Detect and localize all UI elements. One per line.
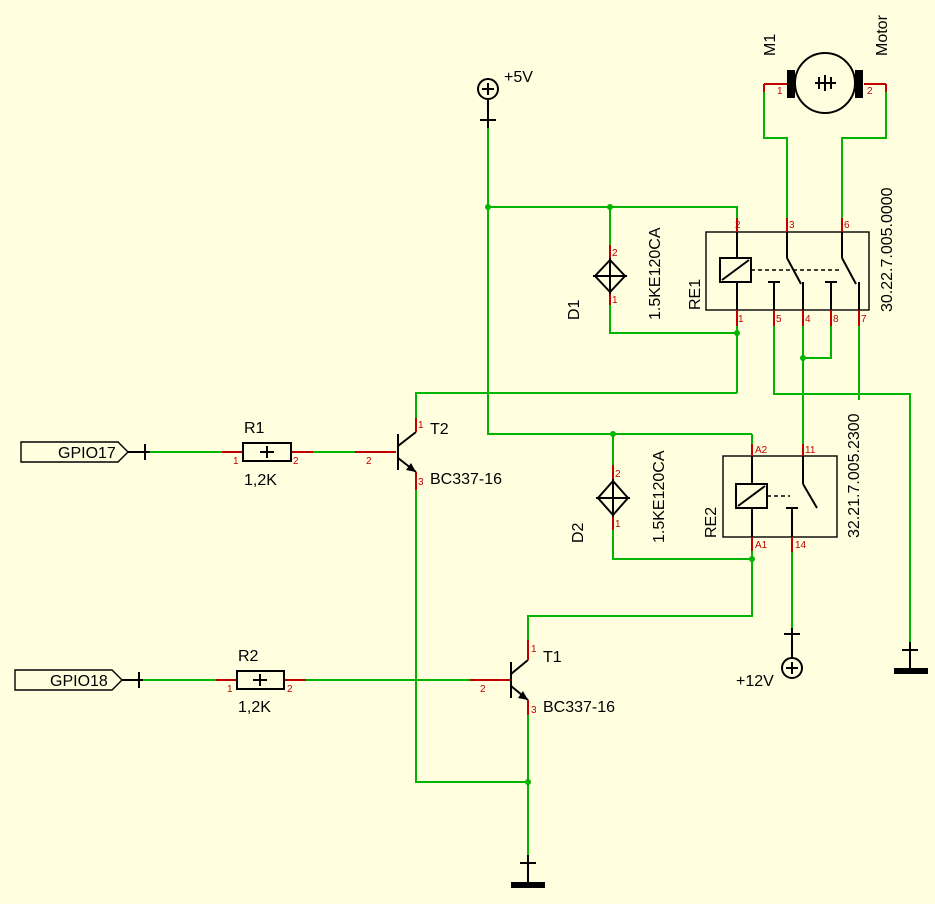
t2-pin3: 3 xyxy=(418,477,424,488)
re1-pin-2: 2 xyxy=(735,220,741,231)
re1-pin-1: 1 xyxy=(738,314,744,325)
t1-pin2: 2 xyxy=(480,684,486,695)
re2-pin-a2: A2 xyxy=(755,445,768,456)
r1-value: 1,2K xyxy=(244,472,277,489)
re1-pin-3: 3 xyxy=(789,220,795,231)
d2-pin1: 1 xyxy=(615,519,621,530)
d2-type: 1.5KE120CA xyxy=(651,450,668,543)
gpio17-label: GPIO17 xyxy=(58,445,116,462)
power-5v: +5V xyxy=(477,69,533,128)
r2-name: R2 xyxy=(238,648,259,665)
motor-icon xyxy=(794,52,856,114)
re2-pin-11: 11 xyxy=(805,445,816,456)
re2-pin-14: 14 xyxy=(795,540,807,551)
t1-name: T1 xyxy=(543,649,562,666)
ground-right xyxy=(894,642,928,674)
power-plus-icon xyxy=(477,78,499,100)
re1-pin-8: 8 xyxy=(833,314,839,325)
t1-pin3: 3 xyxy=(531,705,537,716)
wires xyxy=(143,90,911,860)
gpio18-label: GPIO18 xyxy=(50,673,108,690)
t2-pin2: 2 xyxy=(366,456,372,467)
ground-bottom xyxy=(511,855,545,888)
d1-name: D1 xyxy=(566,299,583,320)
d1-type: 1.5KE120CA xyxy=(647,227,664,320)
t2-type: BC337-16 xyxy=(430,471,502,488)
motor-name: M1 xyxy=(762,34,779,56)
diode-d1: D1 1.5KE120CA 2 1 xyxy=(566,227,664,320)
ground-icon xyxy=(894,668,928,674)
vcc12-label: +12V xyxy=(736,673,774,690)
d2-pin2: 2 xyxy=(615,469,621,480)
d1-pin2: 2 xyxy=(612,248,618,259)
re1-pin-6: 6 xyxy=(844,220,850,231)
re1-pin-7: 7 xyxy=(861,314,867,325)
port-gpio17: GPIO17 xyxy=(20,441,150,463)
t2-name: T2 xyxy=(430,421,449,438)
r1-pin2: 2 xyxy=(293,456,299,467)
re1-pin-4: 4 xyxy=(805,314,811,325)
re2-name: RE2 xyxy=(703,507,720,538)
t2-pin1: 1 xyxy=(418,420,424,431)
relay-re2: RE2 32.21.7.005.2300 A2 11 A1 14 xyxy=(703,413,863,552)
tvs-diode-icon xyxy=(592,245,628,305)
transistor-t1: T1 BC337-16 1 2 3 xyxy=(470,640,615,716)
resistor-r1: R1 1,2K 1 2 xyxy=(222,420,313,489)
npn-transistor-icon xyxy=(355,418,417,490)
re2-pin-a1: A1 xyxy=(755,540,768,551)
d2-name: D2 xyxy=(570,522,587,543)
r1-name: R1 xyxy=(244,420,265,437)
power-12v: +12V xyxy=(736,628,803,690)
port-gpio18: GPIO18 xyxy=(14,669,143,691)
resistor-r2: R2 1,2K 1 2 xyxy=(216,648,306,716)
npn-transistor-icon xyxy=(470,640,529,715)
diode-d2: D2 1.5KE120CA 2 1 xyxy=(570,450,668,543)
motor-pin2: 2 xyxy=(867,86,873,97)
motor-pin1: 1 xyxy=(777,86,783,97)
re2-part: 32.21.7.005.2300 xyxy=(846,413,863,538)
vcc5-label: +5V xyxy=(504,69,533,86)
r2-pin1: 1 xyxy=(227,684,233,695)
power-plus-icon xyxy=(781,657,803,679)
re1-name: RE1 xyxy=(687,279,704,310)
re1-pin-5: 5 xyxy=(776,314,782,325)
ground-icon xyxy=(511,882,545,888)
relay-re1: RE1 30.22.7.005.0000 2 3 6 1 5 4 8 7 xyxy=(687,187,896,326)
r2-value: 1,2K xyxy=(238,699,271,716)
t1-pin1: 1 xyxy=(531,644,537,655)
motor-m1: M1 Motor 1 2 xyxy=(762,14,891,114)
re1-part: 30.22.7.005.0000 xyxy=(879,187,896,312)
junctions xyxy=(485,204,806,785)
motor-label: Motor xyxy=(874,14,891,56)
d1-pin1: 1 xyxy=(612,295,618,306)
tvs-diode-icon xyxy=(595,465,631,530)
t1-type: BC337-16 xyxy=(543,699,615,716)
r2-pin2: 2 xyxy=(287,684,293,695)
transistor-t2: T2 BC337-16 1 2 3 xyxy=(355,418,502,490)
relay-coil-icon xyxy=(735,456,768,537)
r1-pin1: 1 xyxy=(233,456,239,467)
